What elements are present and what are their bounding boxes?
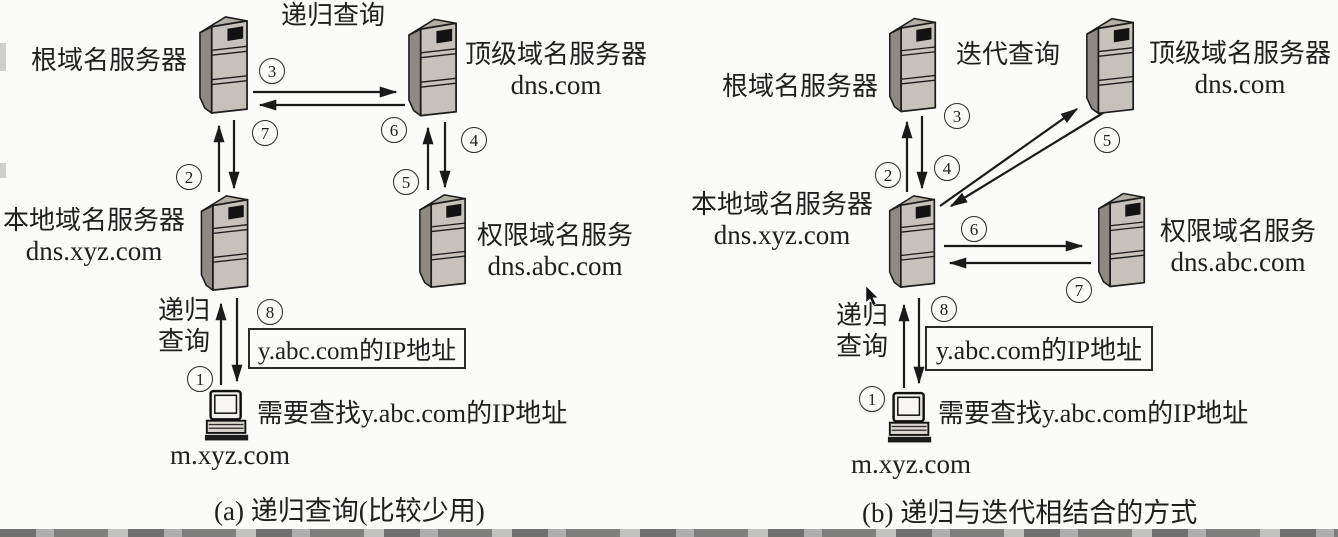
root-server-icon-a: [195, 14, 252, 121]
step-1-badge-a: 1: [187, 366, 213, 392]
local-server-labels-a: 本地域名服务器 dns.xyz.com: [0, 206, 188, 266]
auth-server-domain-b: dns.abc.com: [1170, 247, 1306, 277]
tld-server-domain-a: dns.com: [510, 70, 602, 100]
caption-b: (b) 递归与迭代相结合的方式: [862, 498, 1198, 528]
tld-server-icon-a: [404, 16, 461, 124]
step-1-badge-b: 1: [859, 386, 885, 412]
step-2-badge-b: 2: [875, 162, 901, 188]
tld-server-label-b: 顶级域名服务器: [1148, 39, 1331, 68]
step-5-badge-b: 5: [1094, 127, 1120, 153]
step-3-badge-b: 3: [944, 103, 970, 129]
tld-server-domain-b: dns.com: [1194, 69, 1286, 99]
result-box-b: y.abc.com的IP地址: [925, 326, 1153, 371]
local-server-icon-b: [885, 192, 939, 296]
tld-server-icon-b: [1082, 14, 1138, 123]
step-4-badge-b: 4: [934, 155, 960, 181]
mouse-cursor: [866, 286, 879, 306]
local-server-domain-a: dns.xyz.com: [25, 236, 163, 266]
local-server-labels-b: 本地域名服务器 dns.xyz.com: [688, 190, 876, 250]
recursive-query-label-a: 递归 查询: [155, 295, 213, 357]
client-note-b: 需要查找y.abc.com的IP地址: [938, 399, 1249, 428]
auth-server-label-b: 权限域名服务: [1159, 217, 1316, 246]
query-mode-label-a: 递归查询: [281, 1, 386, 30]
client-note-a: 需要查找y.abc.com的IP地址: [257, 399, 568, 428]
tld-server-labels-a: 顶级域名服务器 dns.com: [460, 40, 652, 100]
step-6-badge-a: 6: [381, 117, 407, 143]
recursive-query-label-b: 递归 查询: [833, 300, 891, 362]
auth-server-domain-a: dns.abc.com: [487, 251, 623, 281]
step-3-badge-a: 3: [259, 58, 285, 84]
local-server-domain-b: dns.xyz.com: [713, 220, 851, 250]
recursive-query-line2-a: 查询: [157, 327, 210, 356]
recursive-query-line1-a: 递归: [157, 296, 210, 325]
bottom-edge-artifact: [0, 529, 1338, 537]
step-6-badge-b: 6: [961, 216, 987, 242]
step-4-badge-a: 4: [461, 127, 487, 153]
auth-server-labels-a: 权限域名服务 dns.abc.com: [474, 221, 636, 281]
local-server-label-a: 本地域名服务器: [2, 206, 185, 235]
left-edge-artifact-2: [0, 163, 6, 178]
recursive-query-line2-b: 查询: [835, 332, 888, 361]
step-8-badge-b: 8: [931, 296, 957, 322]
auth-server-label-a: 权限域名服务: [476, 221, 633, 250]
recursive-query-line1-b: 递归: [835, 301, 888, 330]
local-server-label-b: 本地域名服务器: [690, 190, 873, 219]
host-name-b: m.xyz.com: [851, 449, 971, 479]
auth-server-labels-b: 权限域名服务 dns.abc.com: [1155, 217, 1321, 277]
result-box-a: y.abc.com的IP地址: [248, 328, 466, 369]
root-server-label-b: 根域名服务器: [722, 72, 879, 101]
arrow-b-tld-to-local: [949, 112, 1104, 207]
query-mode-label-b: 迭代查询: [956, 40, 1061, 69]
tld-server-labels-b: 顶级域名服务器 dns.com: [1144, 39, 1336, 99]
caption-a: (a) 递归查询(比较少用): [214, 496, 485, 526]
step-8-badge-a: 8: [257, 299, 283, 325]
host-computer-icon-b: [887, 391, 934, 450]
step-5-badge-a: 5: [393, 169, 419, 195]
root-server-label-a: 根域名服务器: [31, 46, 188, 75]
step-7-badge-a: 7: [252, 120, 278, 146]
step-7-badge-b: 7: [1066, 277, 1092, 303]
auth-server-icon-b: [1094, 190, 1149, 295]
host-name-a: m.xyz.com: [170, 440, 290, 470]
local-server-icon-a: [196, 193, 253, 298]
left-edge-artifact-1: [0, 43, 6, 71]
tld-server-label-a: 顶级域名服务器: [464, 40, 647, 69]
auth-server-icon-a: [414, 192, 471, 295]
step-2-badge-a: 2: [176, 164, 202, 190]
root-server-icon-b: [885, 14, 940, 121]
